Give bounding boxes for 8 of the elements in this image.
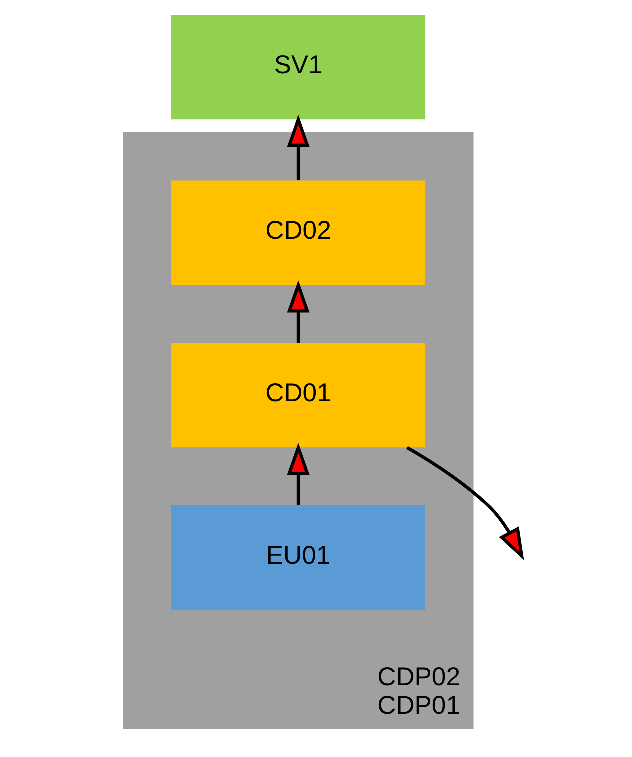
arrow xyxy=(406,446,524,560)
node-box: EU01 xyxy=(171,506,426,610)
node-box: CD01 xyxy=(171,343,426,448)
arrow xyxy=(286,442,310,506)
node-box: CD02 xyxy=(171,180,426,286)
arrow xyxy=(286,280,310,343)
arrow xyxy=(286,114,310,180)
node-box: SV1 xyxy=(171,15,426,120)
